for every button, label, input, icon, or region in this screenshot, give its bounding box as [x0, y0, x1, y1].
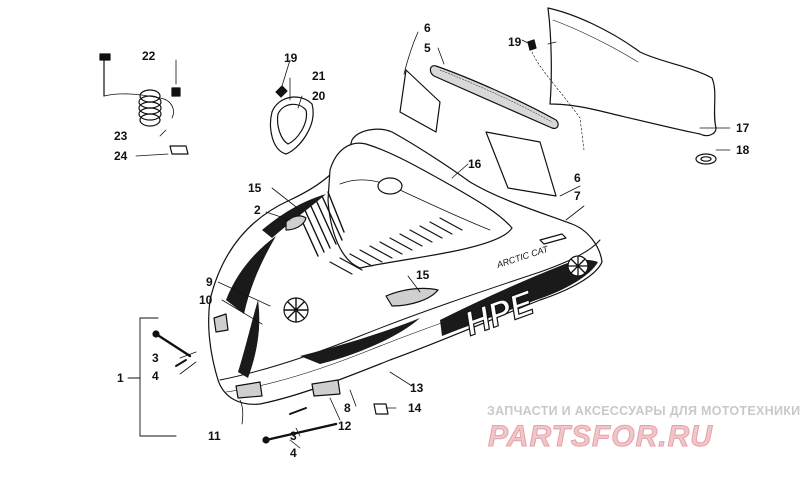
- windshield: [547, 7, 717, 137]
- callout-15: 15: [416, 268, 430, 282]
- callout-23: 23: [114, 129, 128, 143]
- callout-1: 1: [117, 371, 124, 385]
- callout-4: 4: [152, 369, 159, 383]
- callout-20: 20: [312, 89, 326, 103]
- callout-13: 13: [410, 381, 424, 395]
- windshield-trim-strip: [429, 65, 559, 129]
- callout-15: 15: [248, 181, 262, 195]
- callout-11: 11: [208, 429, 221, 443]
- callout-21: 21: [312, 69, 326, 83]
- callout-14: 14: [408, 401, 422, 415]
- windshield-grommet: [695, 153, 717, 165]
- callout-12: 12: [338, 419, 352, 433]
- tether-cable: [99, 53, 189, 155]
- callout-10: 10: [199, 293, 213, 307]
- clear-window-left: [399, 69, 441, 133]
- windshield-fastener: [527, 39, 585, 151]
- watermark-logo: PARTSFOR.RU: [488, 420, 713, 454]
- callout-6: 6: [574, 171, 581, 185]
- hood-clip: [373, 403, 389, 415]
- callout-9: 9: [206, 275, 213, 289]
- leader-lines: [135, 31, 731, 449]
- callout-16: 16: [468, 157, 482, 171]
- callout-bracket: [127, 317, 177, 437]
- callout-22: 22: [142, 49, 156, 63]
- callout-17: 17: [736, 121, 750, 135]
- callout-5: 5: [424, 41, 431, 55]
- hood: [208, 128, 603, 405]
- callout-4: 4: [290, 446, 297, 460]
- callout-3: 3: [152, 351, 159, 365]
- callout-19: 19: [508, 35, 522, 49]
- hood-pin-lower: [262, 407, 338, 444]
- callout-8: 8: [344, 401, 351, 415]
- callout-2: 2: [254, 203, 261, 217]
- callout-3: 3: [290, 429, 297, 443]
- side-star-badge: [567, 255, 589, 277]
- callout-6: 6: [424, 21, 431, 35]
- callout-18: 18: [736, 143, 750, 157]
- callout-7: 7: [574, 189, 581, 203]
- hood-pin-upper: [152, 330, 192, 367]
- watermark-caption: ЗАПЧАСТИ И АКСЕССУАРЫ ДЛЯ МОТОТЕХНИКИ: [487, 404, 800, 418]
- hood-decal-graphics: [226, 194, 598, 378]
- callout-19: 19: [284, 51, 298, 65]
- callout-labels: 1 2 3 3 4 4 5 6 6 7 8 9 10 11 12 13 14 1…: [114, 21, 750, 460]
- front-star-badge: [283, 297, 309, 323]
- callout-24: 24: [114, 149, 128, 163]
- mesh-vent-decals: [213, 215, 439, 399]
- side-mirror: [269, 85, 314, 155]
- clear-window-right: [485, 131, 557, 197]
